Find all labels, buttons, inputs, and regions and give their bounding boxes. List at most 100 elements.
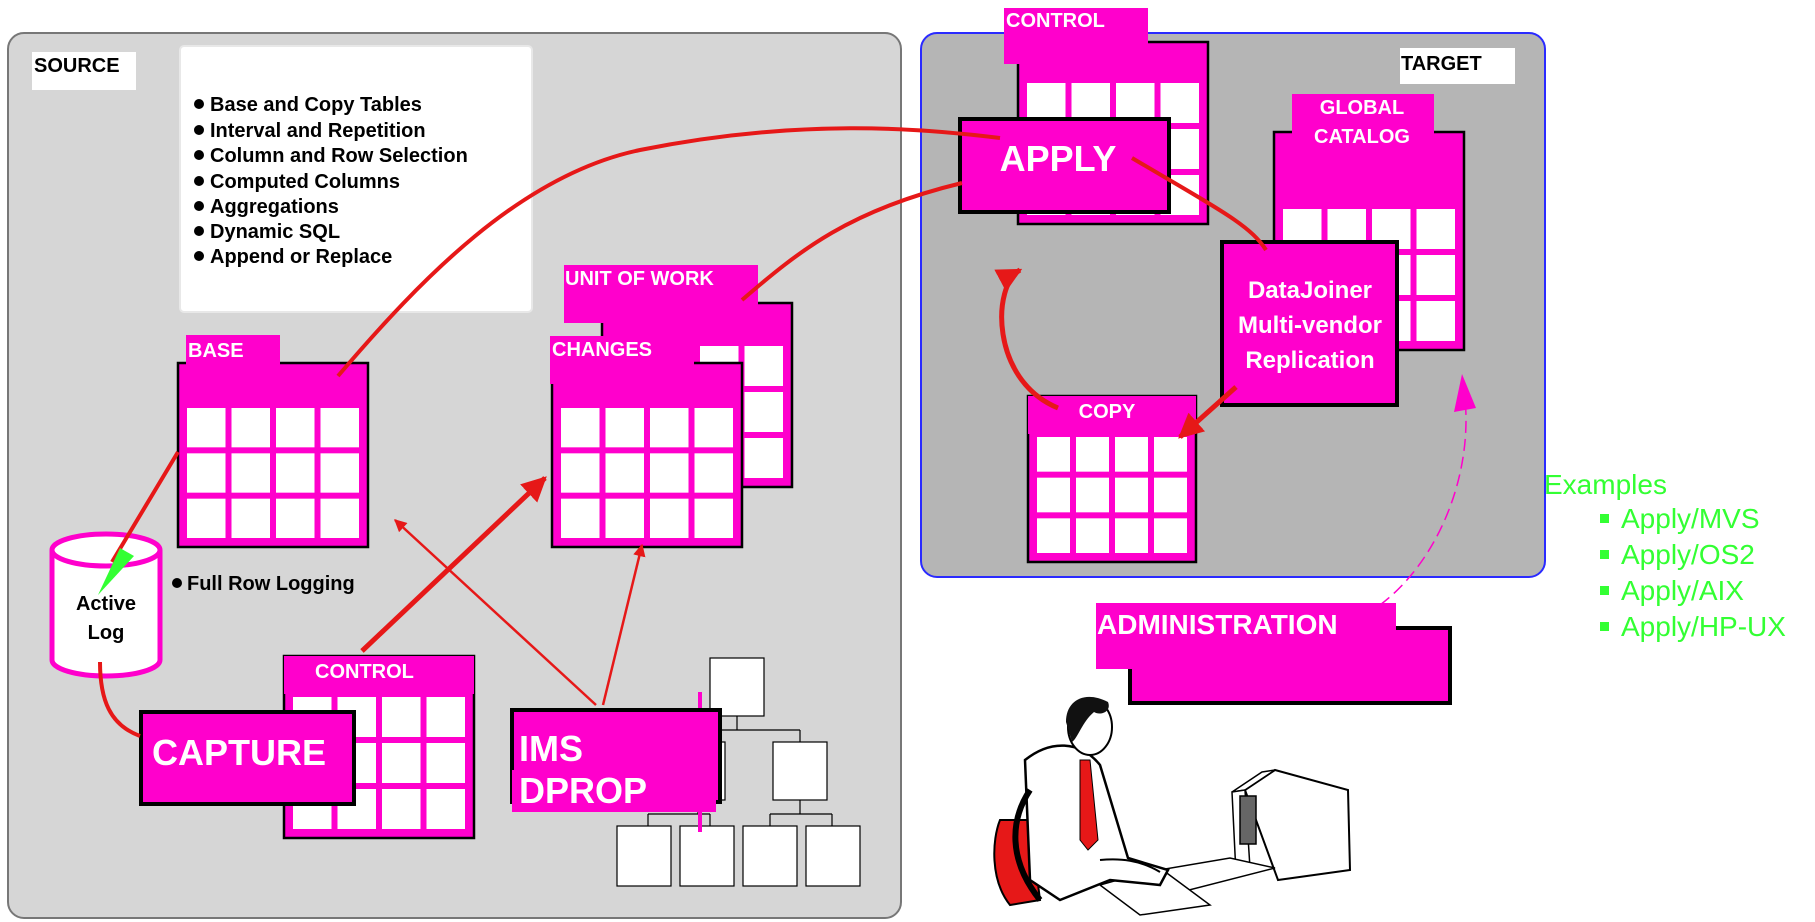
bullet-icon: [1600, 514, 1609, 523]
table-cell: [1071, 83, 1110, 123]
table-cell: [561, 498, 600, 538]
table-cell: [1115, 437, 1148, 472]
control-source-table-label: CONTROL: [315, 661, 414, 683]
table-cell: [276, 408, 315, 448]
table-cell: [1160, 83, 1199, 123]
table-cell: [744, 346, 783, 386]
administrator-illustration: [993, 696, 1352, 916]
datajoiner-label: DataJoiner: [1248, 277, 1372, 304]
arrow-ims-to-changes: [601, 543, 646, 706]
examples-list: Apply/MVS Apply/OS2 Apply/AIX Apply/HP-U…: [1600, 503, 1786, 642]
global-catalog-label: GLOBAL: [1320, 97, 1404, 119]
base-table-label: BASE: [188, 340, 244, 362]
global-catalog-label: CATALOG: [1314, 126, 1410, 148]
apply-label: APPLY: [1000, 138, 1117, 179]
table-cell: [694, 408, 733, 448]
active-log-label: Log: [88, 622, 125, 644]
datajoiner-box: [1220, 240, 1399, 407]
feature-item: Base and Copy Tables: [210, 94, 422, 116]
table-cell: [231, 453, 270, 493]
table-cell: [187, 498, 226, 538]
feature-item: Computed Columns: [210, 171, 400, 193]
flow-arrows: [98, 126, 1268, 738]
table-cell: [1154, 477, 1187, 513]
table-cell: [1115, 477, 1148, 513]
capture-box: [139, 710, 356, 806]
unit-of-work-table-label: UNIT OF WORK: [565, 268, 714, 290]
table-cell: [1037, 518, 1070, 553]
table-cell: [231, 498, 270, 538]
changes-table: [550, 336, 744, 549]
table-cell: [1154, 518, 1187, 553]
table-cell: [1076, 477, 1109, 513]
table-cell: [276, 453, 315, 493]
table-cell: [561, 408, 600, 448]
arrow-admin-to-datajoiner: [1379, 389, 1467, 606]
table-cell: [320, 453, 359, 493]
administration-label: ADMINISTRATION: [1097, 609, 1338, 640]
table-cell: [561, 453, 600, 493]
administration-box: [1096, 603, 1452, 705]
table-cell: [605, 498, 644, 538]
table-cell: [382, 697, 421, 737]
example-item: Apply/MVS: [1621, 503, 1760, 534]
bullet-icon: [172, 578, 182, 588]
arrow-capture-to-changes: [360, 476, 547, 653]
bullet-icon: [1600, 622, 1609, 631]
active-log-label: Active: [76, 593, 136, 615]
table-cell: [1416, 209, 1455, 249]
ims-hierarchy-tree: [616, 657, 861, 887]
arrow-base-to-log-head: [98, 548, 134, 595]
table-cell: [1076, 437, 1109, 472]
table-cell: [694, 498, 733, 538]
ims-dprop-box: [510, 708, 722, 812]
ims-dprop-label: DPROP: [519, 770, 647, 811]
table-cell: [744, 392, 783, 432]
features-list: Base and Copy Tables Interval and Repeti…: [194, 94, 468, 268]
examples-title: Examples: [1544, 469, 1667, 500]
table-cell: [426, 743, 465, 783]
arrow-datajoiner-to-copy: [1178, 385, 1238, 439]
table-cell: [1416, 255, 1455, 295]
table-cell: [1027, 83, 1066, 123]
example-item: Apply/HP-UX: [1621, 611, 1786, 642]
example-item: Apply/OS2: [1621, 539, 1755, 570]
table-cell: [187, 453, 226, 493]
source-label: SOURCE: [34, 55, 120, 77]
table-cell: [320, 498, 359, 538]
source-label-box: [32, 52, 136, 90]
table-cell: [187, 408, 226, 448]
bullet-icon: [1600, 586, 1609, 595]
table-cell: [320, 408, 359, 448]
apply-box: [958, 117, 1171, 214]
table-cell: [694, 453, 733, 493]
feature-item: Interval and Repetition: [210, 120, 426, 142]
table-cell: [1416, 301, 1455, 341]
feature-item: Append or Replace: [210, 246, 392, 268]
table-cell: [744, 438, 783, 478]
arrow-apply-to-datajoiner: [1130, 156, 1268, 252]
table-cell: [1154, 437, 1187, 472]
table-cell: [1116, 83, 1155, 123]
table-cell: [605, 453, 644, 493]
table-cell: [1076, 518, 1109, 553]
feature-item: Dynamic SQL: [210, 221, 340, 243]
ims-dprop-label: IMS: [519, 728, 583, 769]
table-cell: [605, 408, 644, 448]
capture-label: CAPTURE: [152, 732, 326, 773]
arrow-uow-to-apply: [740, 181, 963, 302]
active-log-cylinder: [49, 531, 163, 679]
datajoiner-label: Multi-vendor: [1238, 312, 1382, 339]
table-cell: [1037, 477, 1070, 513]
table-cell: [382, 789, 421, 829]
bullet-icon: [1600, 550, 1609, 559]
feature-item: Aggregations: [210, 196, 339, 218]
full-row-logging-label: Full Row Logging: [187, 573, 355, 595]
arrow-log-to-capture: [98, 661, 141, 738]
arrow-copy-to-apply: [994, 267, 1059, 411]
arrow-ims-to-base: [394, 519, 597, 706]
copy-table-label: COPY: [1079, 401, 1136, 423]
table-cell: [650, 453, 689, 493]
changes-table-label: CHANGES: [552, 339, 652, 361]
